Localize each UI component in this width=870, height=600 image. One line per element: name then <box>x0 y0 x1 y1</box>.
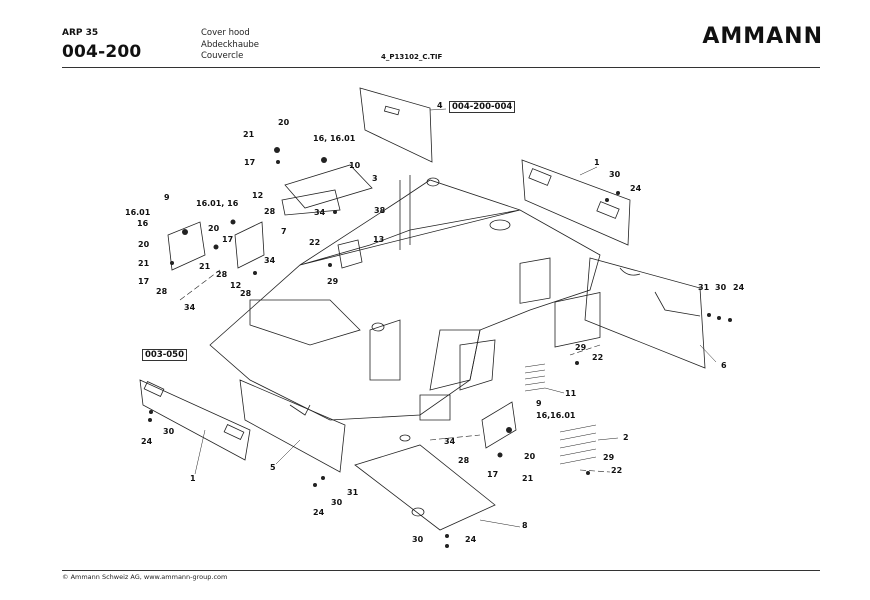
callout-1: 1 <box>594 158 600 167</box>
callout-38: 38 <box>374 206 386 215</box>
footer-divider <box>62 570 820 571</box>
callout-34-c: 34 <box>184 303 196 312</box>
title-german: Abdeckhaube <box>201 40 260 50</box>
callout-28-e: 28 <box>458 456 470 465</box>
image-file-name: 4_P13102_C.TIF <box>381 53 443 61</box>
part-9-panel-left <box>167 221 206 271</box>
callout-24-b: 24 <box>733 283 745 292</box>
part-2-grille <box>554 291 601 348</box>
ammann-logo: AMMANN <box>702 24 823 49</box>
callout-12-b: 12 <box>230 281 242 290</box>
callout-28-d: 28 <box>240 289 252 298</box>
callout-21-d: 21 <box>522 474 534 483</box>
part-9-panel-right <box>481 401 517 449</box>
callout-5: 5 <box>270 463 276 472</box>
callout-17-b: 17 <box>222 235 234 244</box>
callout-8: 8 <box>522 521 528 530</box>
callout-24-d: 24 <box>313 508 325 517</box>
callout-31-b: 31 <box>347 488 359 497</box>
part-number: 004-200 <box>62 42 142 62</box>
callout-28: 28 <box>264 207 276 216</box>
callout-17: 17 <box>244 158 256 167</box>
callout-4: 4 <box>437 101 443 110</box>
part-10-cover-lid <box>284 164 373 209</box>
callout-20: 20 <box>278 118 290 127</box>
callout-29-c: 29 <box>603 453 615 462</box>
callout-22-b: 22 <box>592 353 604 362</box>
part-6-side-panel <box>584 257 706 369</box>
callout-34-b: 34 <box>264 256 276 265</box>
callout-16-16-01-b: 16,16.01 <box>536 411 576 420</box>
callout-20-b: 20 <box>208 224 220 233</box>
title-french: Couvercle <box>201 51 244 61</box>
callout-34: 34 <box>314 208 326 217</box>
callout-9-b: 9 <box>536 399 542 408</box>
callout-11: 11 <box>565 389 577 398</box>
callout-21: 21 <box>243 130 255 139</box>
callout-3: 3 <box>372 174 378 183</box>
ref-box-004-200-004[interactable]: 004-200-004 <box>449 101 516 113</box>
callout-1-b: 1 <box>190 474 196 483</box>
callout-22-c: 22 <box>611 466 623 475</box>
callout-16-01: 16.01 <box>125 208 151 217</box>
callout-30-e: 30 <box>412 535 424 544</box>
callout-28-c: 28 <box>156 287 168 296</box>
part-8-bottom-plate <box>354 444 496 531</box>
callout-21-c: 21 <box>138 259 150 268</box>
part-11-grille <box>519 257 551 304</box>
callout-30: 30 <box>609 170 621 179</box>
callout-9: 9 <box>164 193 170 202</box>
callout-2: 2 <box>623 433 629 442</box>
callout-31: 31 <box>698 283 710 292</box>
callout-24-e: 24 <box>465 535 477 544</box>
part-13-bracket <box>337 239 363 269</box>
callout-30-c: 30 <box>163 427 175 436</box>
callout-21-b: 21 <box>199 262 211 271</box>
header-divider <box>62 67 820 68</box>
callout-16-01-16: 16.01, 16 <box>196 199 239 208</box>
callout-29-b: 29 <box>575 343 587 352</box>
callout-24-c: 24 <box>141 437 153 446</box>
callout-16: 16 <box>137 219 149 228</box>
part-1-side-panel-top <box>521 159 631 246</box>
callout-20-d: 20 <box>524 452 536 461</box>
callout-13: 13 <box>373 235 385 244</box>
callout-24: 24 <box>630 184 642 193</box>
callout-34-d: 34 <box>444 437 456 446</box>
model-name: ARP 35 <box>62 28 99 38</box>
callout-6: 6 <box>721 361 727 370</box>
part-4-panel <box>359 87 433 163</box>
callout-30-b: 30 <box>715 283 727 292</box>
part-7-panel <box>234 221 265 269</box>
callout-28-b: 28 <box>216 270 228 279</box>
part-5-side-panel <box>239 379 346 473</box>
callout-16-16-01: 16, 16.01 <box>313 134 356 143</box>
part-1-side-panel-bottom <box>139 379 251 461</box>
callout-7: 7 <box>281 227 287 236</box>
callout-17-d: 17 <box>487 470 499 479</box>
ref-box-003-050[interactable]: 003-050 <box>142 349 188 361</box>
callout-12: 12 <box>252 191 264 200</box>
callout-20-c: 20 <box>138 240 150 249</box>
callout-29: 29 <box>327 277 339 286</box>
callout-22: 22 <box>309 238 321 247</box>
title-english: Cover hood <box>201 28 250 38</box>
callout-17-c: 17 <box>138 277 150 286</box>
copyright-text: © Ammann Schweiz AG, www.ammann-group.co… <box>62 573 228 581</box>
callout-30-d: 30 <box>331 498 343 507</box>
callout-10: 10 <box>349 161 361 170</box>
main-frame-body <box>209 179 601 421</box>
